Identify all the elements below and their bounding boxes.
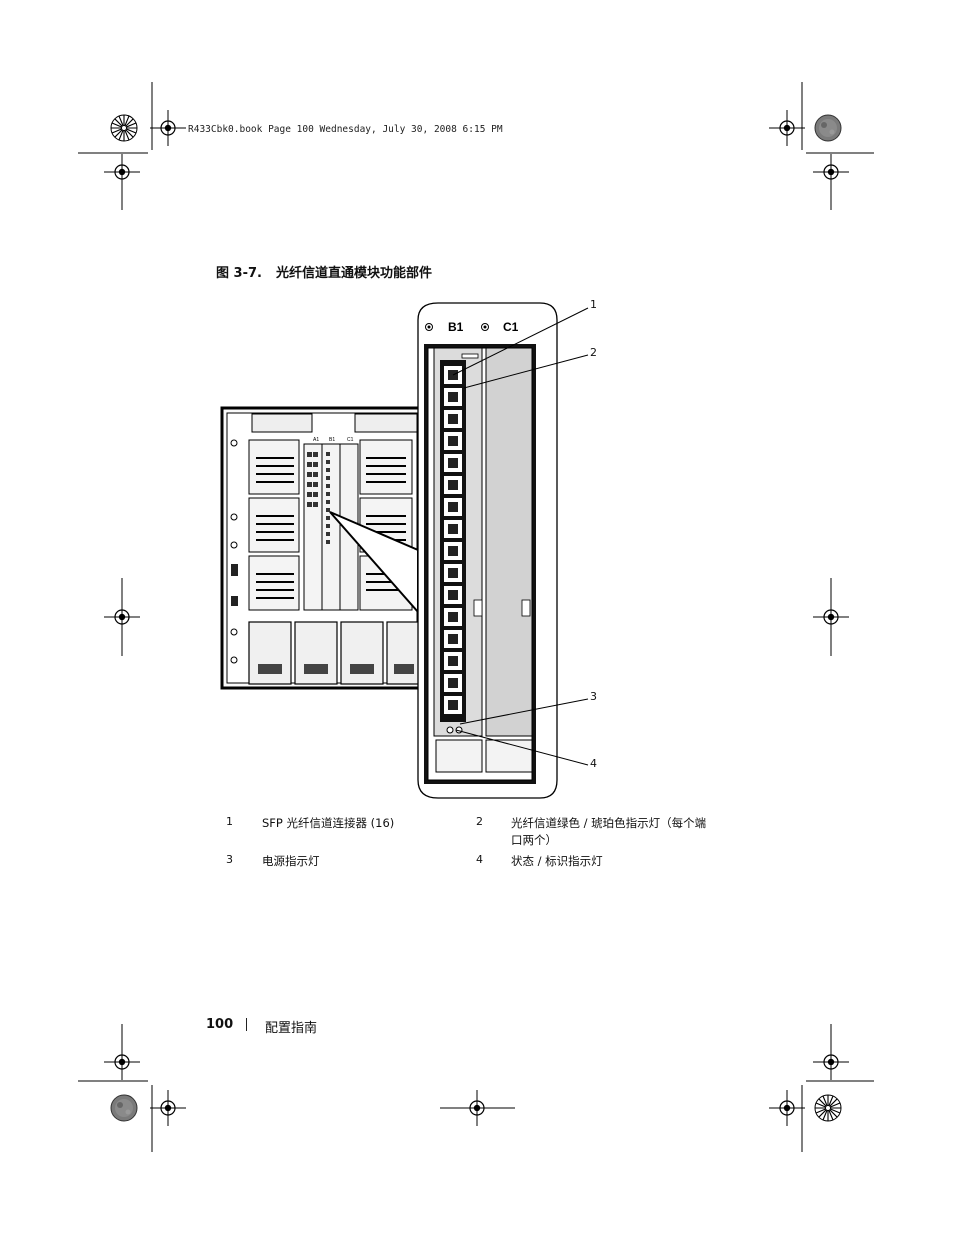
callout-4: 4 — [590, 757, 597, 770]
legend-text-4: 状态 / 标识指示灯 — [511, 854, 603, 868]
footer-separator — [246, 1018, 247, 1031]
legend-text-3: 电源指示灯 — [262, 854, 320, 868]
print-header: R433Cbk0.book Page 100 Wednesday, July 3… — [188, 124, 503, 135]
slot-label-c1: C1 — [503, 320, 519, 334]
sfp-ports — [444, 366, 462, 714]
page-number: 100 — [206, 1017, 234, 1032]
small-slot-c1: C1 — [347, 437, 354, 443]
section-title: 配置指南 — [265, 1021, 318, 1036]
figure-number: 图 3-7. — [216, 266, 262, 281]
callout-1: 1 — [590, 298, 597, 311]
legend-num-3: 3 — [226, 853, 233, 866]
figure-caption: 图 3-7. 光纤信道直通模块功能部件 — [216, 262, 432, 281]
small-slot-a1: A1 — [313, 437, 319, 443]
callout-leaders — [452, 307, 589, 766]
legend-num-4: 4 — [476, 853, 483, 866]
legend-text-1: SFP 光纤信道连接器 (16) — [262, 816, 395, 830]
callout-2: 2 — [590, 346, 597, 359]
registration-marks — [78, 82, 874, 1152]
legend-num-2: 2 — [476, 815, 483, 828]
legend-text-2: 光纤信道绿色 / 琥珀色指示灯（每个端口两个） — [511, 816, 707, 847]
small-slot-b1: B1 — [329, 437, 335, 443]
legend-num-1: 1 — [226, 815, 233, 828]
callout-3: 3 — [590, 690, 597, 703]
zoomed-module — [417, 302, 558, 799]
figure-title: 光纤信道直通模块功能部件 — [275, 266, 432, 281]
slot-label-b1: B1 — [448, 320, 464, 334]
